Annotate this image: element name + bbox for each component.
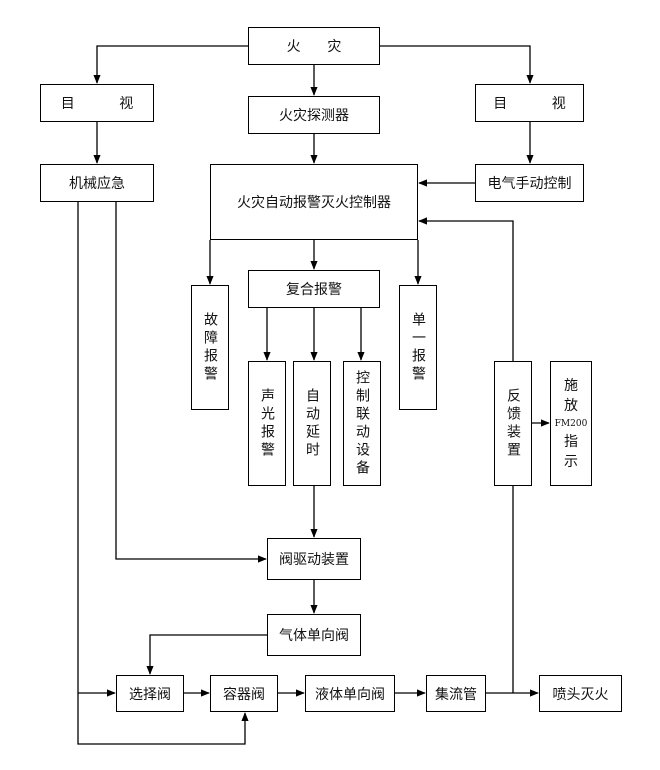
node-auto-delay: 自动延时 — [293, 361, 331, 486]
node-liquid-check-valve-label: 液体单向阀 — [315, 686, 385, 703]
node-sound-light-alarm-label: 声光报警 — [259, 387, 275, 460]
node-nozzle-extinguish: 喷头灭火 — [539, 675, 622, 712]
node-feedback-device: 反馈装置 — [494, 361, 532, 486]
node-fire-label: 火 灾 — [286, 39, 342, 55]
node-single-alarm-label: 单一报警 — [410, 311, 426, 384]
arrow-feedback-to-controller — [418, 217, 514, 361]
node-release-indicator: 施 放 FM200 指 示 — [550, 361, 592, 486]
release-indicator-line-5: 示 — [563, 453, 578, 470]
release-indicator-line-1: 施 — [563, 377, 578, 394]
release-indicator-line-4: 指 — [563, 433, 578, 450]
node-single-alarm: 单一报警 — [399, 285, 437, 410]
arrow-fire-to-visual-right — [380, 45, 534, 84]
node-visual-right: 目 视 — [475, 84, 584, 122]
release-indicator-line-3: FM200 — [554, 418, 588, 429]
node-electric-manual: 电气手动控制 — [475, 164, 584, 202]
node-fault-alarm-label: 故障报警 — [202, 311, 218, 384]
node-gas-check-valve-label: 气体单向阀 — [279, 628, 349, 644]
node-sound-light-alarm: 声光报警 — [248, 361, 286, 486]
node-composite-alarm: 复合报警 — [248, 270, 380, 308]
node-container-valve: 容器阀 — [210, 675, 278, 712]
node-linkage-control-label: 控制联动设备 — [354, 369, 370, 478]
arrow-gas-valve-to-selector — [146, 634, 267, 675]
node-detector: 火灾探测器 — [248, 96, 380, 134]
node-fault-alarm: 故障报警 — [191, 285, 229, 410]
arrow-mechanical-to-container — [77, 693, 249, 745]
node-valve-driver-label: 阀驱动装置 — [279, 552, 349, 568]
node-container-valve-label: 容器阀 — [223, 686, 265, 703]
node-electric-manual-label: 电气手动控制 — [487, 176, 572, 192]
node-selector-valve: 选择阀 — [116, 675, 184, 712]
node-mechanical-emergency-label: 机械应急 — [69, 176, 125, 192]
node-visual-left-label: 目 视 — [60, 96, 134, 112]
node-feedback-device-label: 反馈装置 — [505, 387, 521, 460]
node-visual-left: 目 视 — [40, 84, 154, 122]
node-nozzle-extinguish-label: 喷头灭火 — [552, 686, 609, 703]
node-detector-label: 火灾探测器 — [279, 108, 349, 124]
node-liquid-check-valve: 液体单向阀 — [305, 675, 395, 712]
release-indicator-line-2: 放 — [563, 397, 578, 414]
node-controller-label: 火灾自动报警灭火控制器 — [237, 195, 391, 211]
node-valve-driver: 阀驱动装置 — [267, 538, 361, 580]
node-manifold-label: 集流管 — [435, 686, 477, 703]
node-selector-valve-label: 选择阀 — [129, 686, 171, 703]
node-linkage-control: 控制联动设备 — [343, 361, 381, 486]
arrow-mechanical-to-valve-driver — [115, 202, 267, 563]
node-composite-alarm-label: 复合报警 — [286, 282, 342, 298]
node-fire: 火 灾 — [248, 27, 380, 65]
node-release-indicator-label: 施 放 FM200 指 示 — [555, 376, 588, 472]
node-mechanical-emergency: 机械应急 — [40, 164, 154, 202]
node-visual-right-label: 目 视 — [493, 96, 566, 112]
node-manifold: 集流管 — [426, 675, 486, 712]
node-auto-delay-label: 自动延时 — [304, 387, 320, 460]
node-controller: 火灾自动报警灭火控制器 — [210, 164, 418, 240]
arrow-fire-to-visual-left — [93, 45, 248, 84]
arrow-mechanical-to-selector — [77, 202, 116, 697]
node-gas-check-valve: 气体单向阀 — [267, 614, 361, 656]
